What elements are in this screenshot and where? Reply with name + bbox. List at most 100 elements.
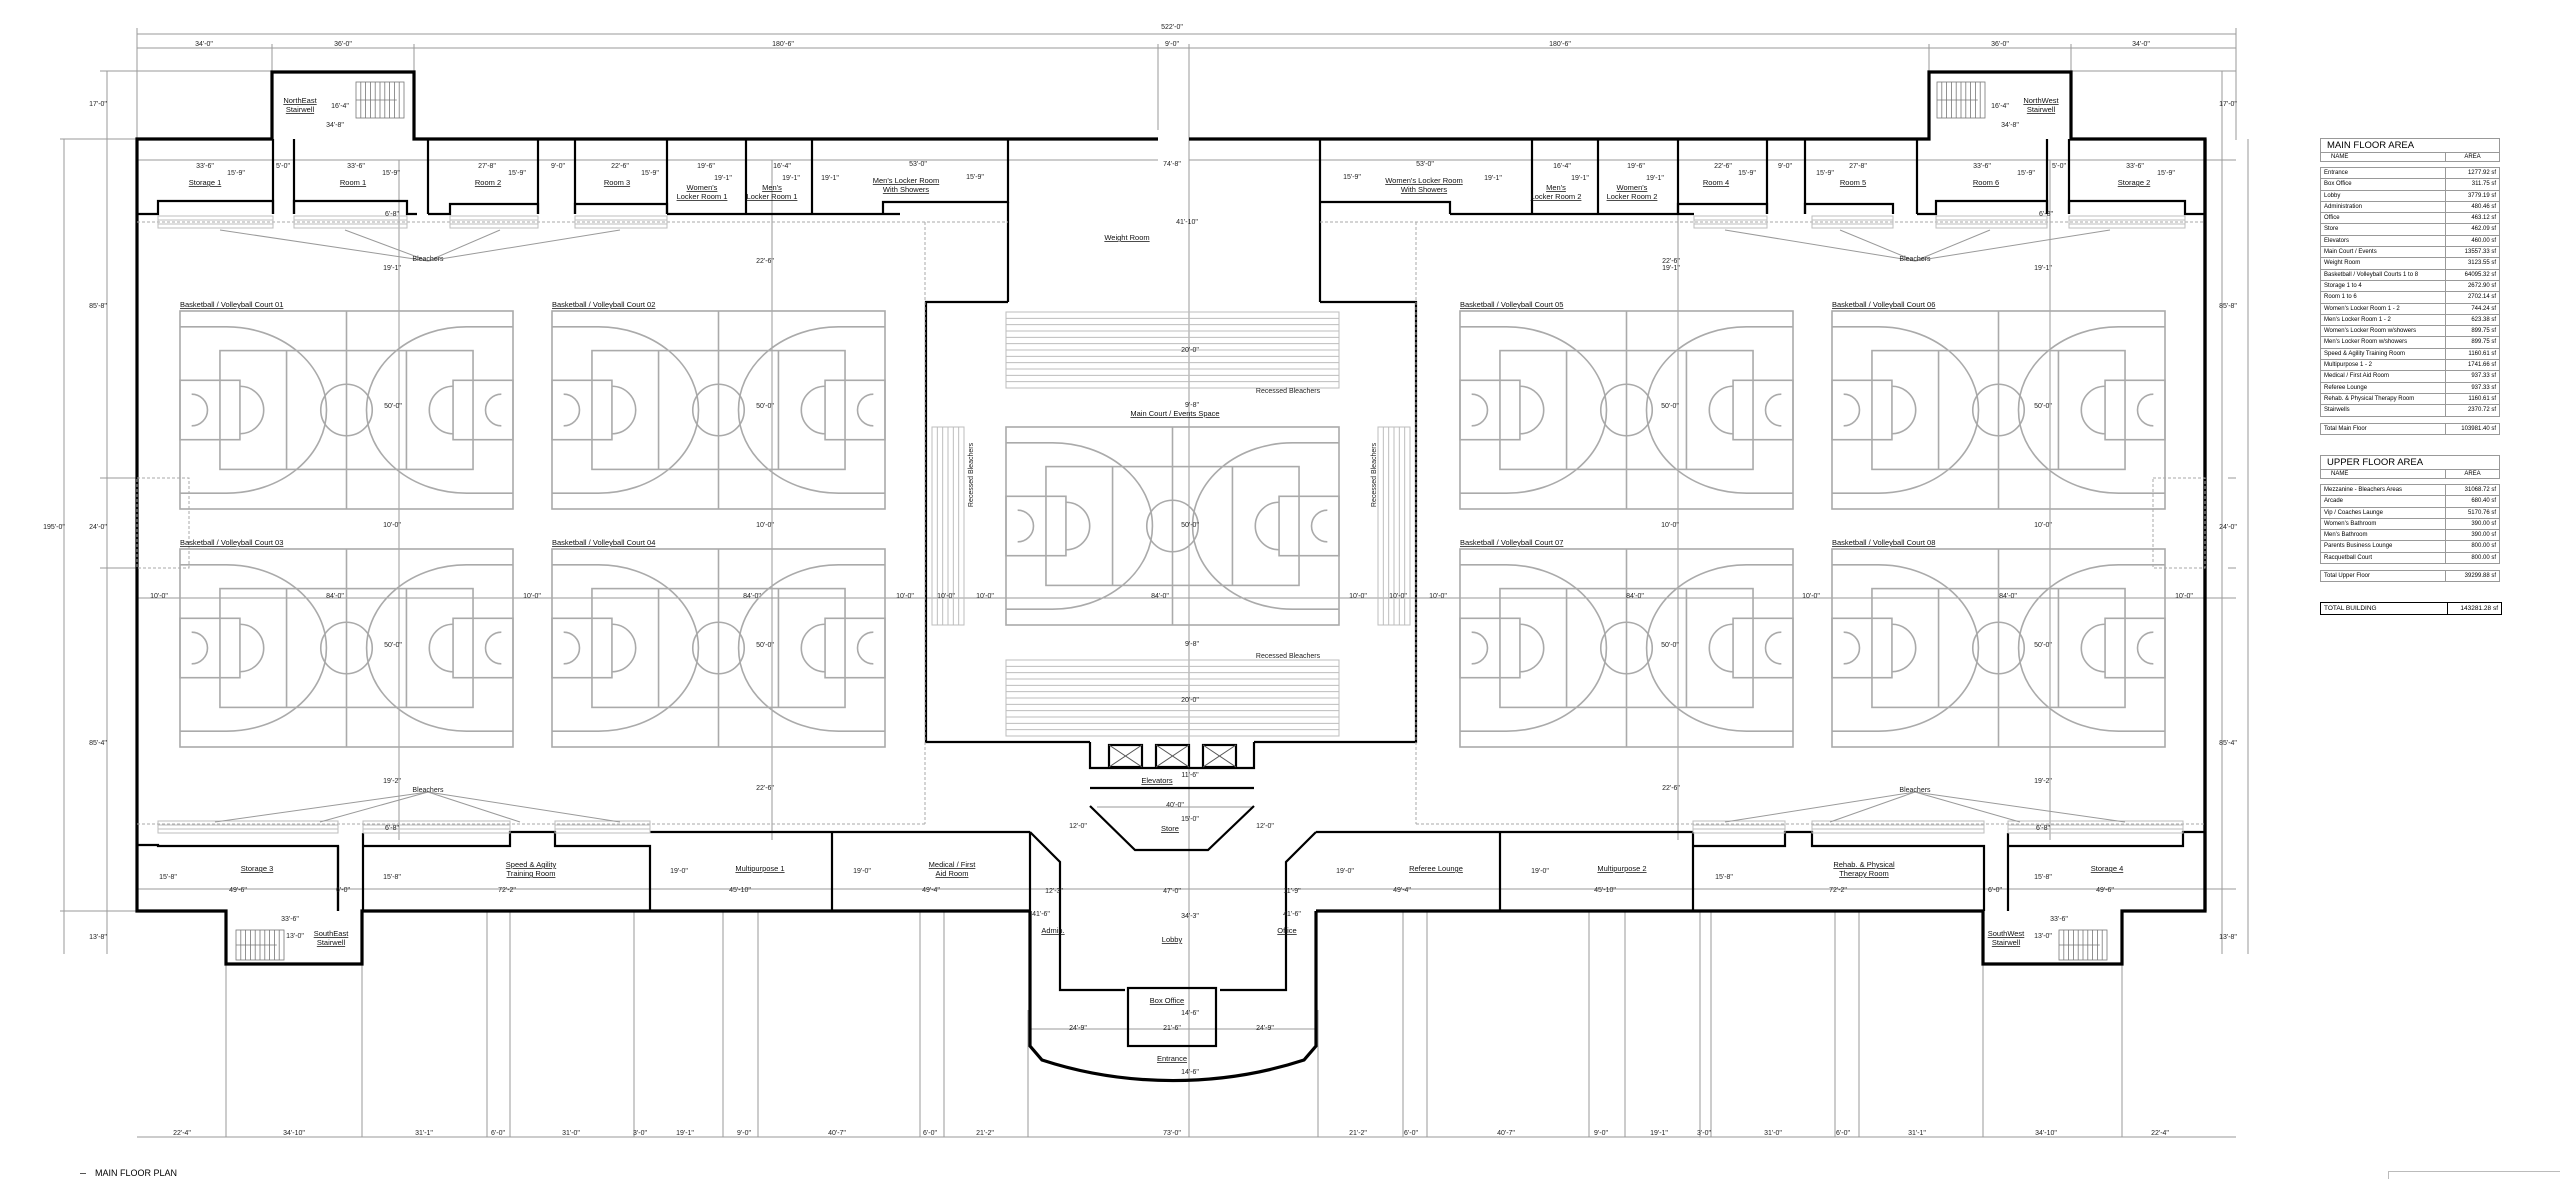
- dimension-label: 6'-0": [336, 887, 350, 894]
- dimension-label: 15'-9": [966, 174, 984, 181]
- dimension-label: 15'-8": [159, 874, 177, 881]
- dimension-label: 19'-1": [782, 175, 800, 182]
- room-name-cell: Basketball / Volleyball Courts 1 to 8: [2321, 269, 2446, 280]
- upper-floor-area-schedule: UPPER FLOOR AREA NAME AREA Mezzanine - B…: [2320, 455, 2500, 583]
- drawing-title: MAIN FLOOR PLAN: [95, 1168, 178, 1178]
- dimension-label: 15'-9": [508, 170, 526, 177]
- dimension-label: 16'-4": [331, 103, 349, 110]
- room-area-cell: 899.75 sf: [2471, 339, 2496, 346]
- dimension-label: 33'-6": [1973, 163, 1991, 170]
- dimension-label: 20'-0": [1181, 347, 1199, 354]
- room-label-line: Men's: [1546, 183, 1566, 192]
- dimension-label: 34'-3": [1181, 913, 1199, 920]
- dimension-label: 6'-0": [491, 1130, 505, 1137]
- dimension-label: 84'-0": [1999, 593, 2017, 600]
- court-label: Basketball / Volleyball Court 02: [552, 300, 655, 309]
- room-name-cell: Main Court / Events: [2321, 247, 2446, 258]
- dimension-label: 85'-8": [89, 303, 107, 310]
- dimension-label: 3'-0": [633, 1130, 647, 1137]
- court-label: Basketball / Volleyball Court 07: [1460, 538, 1563, 547]
- room-label-line: Referee Lounge: [1409, 864, 1463, 873]
- room-area-cell: 460.00 sf: [2471, 237, 2496, 244]
- room-area-cell: 1277.92 sf: [2467, 170, 2496, 176]
- dimension-label: 50'-0": [756, 403, 774, 410]
- room-area-cell: 800.00 sf: [2471, 543, 2496, 550]
- total-value: 39299.88 sf: [2464, 573, 2496, 580]
- room-label-line: NorthEast: [283, 96, 317, 105]
- dimension-label: 72'-2": [1829, 887, 1847, 894]
- dimension-label: 10'-0": [2034, 522, 2052, 529]
- court-label: Basketball / Volleyball Court 06: [1832, 300, 1935, 309]
- room-name-cell: Box Office: [2321, 179, 2446, 190]
- dimension-label: 33'-6": [2126, 163, 2144, 170]
- room-label-line: Therapy Room: [1839, 869, 1889, 878]
- annotation: Recessed Bleachers: [1256, 653, 1321, 660]
- room-label-line: Room 5: [1840, 178, 1866, 187]
- room-name-cell: Women's Locker Room 1 - 2: [2321, 303, 2446, 314]
- basketball-court: Basketball / Volleyball Court 04: [551, 538, 886, 748]
- dimension-label: 19'-1": [1662, 265, 1680, 272]
- room-label-line: SouthWest: [1988, 929, 2025, 938]
- room-label-lobby: Lobby: [1162, 935, 1183, 944]
- dimension-label: 13'-0": [286, 933, 304, 940]
- dimension-label: 45'-10": [729, 887, 751, 894]
- dimension-label: 22'-4": [2151, 1130, 2169, 1137]
- dimension-label: 21'-6": [1163, 1025, 1181, 1032]
- dimension-label: 14'-6": [1181, 1069, 1199, 1076]
- dimension-label: 6'-8": [385, 825, 399, 832]
- dimension-label: 45'-10": [1594, 887, 1616, 894]
- room-label-multipurpose-2: Multipurpose 2: [1597, 864, 1646, 873]
- dimension-label: 6'-0": [1836, 1130, 1850, 1137]
- room-name-cell: Medical / First Aid Room: [2321, 371, 2446, 382]
- dimension-label: 19'-1": [714, 175, 732, 182]
- room-label-line: Locker Room 1: [677, 192, 728, 201]
- dimension-label: 10'-0": [523, 593, 541, 600]
- room-area-cell: 390.00 sf: [2471, 520, 2496, 527]
- room-label-office: Office: [1277, 926, 1296, 935]
- room-name-cell: Men's Locker Room 1 - 2: [2321, 314, 2446, 326]
- dimension-label: 15'-0": [1181, 816, 1199, 823]
- room-label-line: Men's: [762, 183, 782, 192]
- dimension-label: 41'-6": [1032, 911, 1050, 918]
- schedule-title: UPPER FLOOR AREA: [2320, 455, 2500, 469]
- room-label-storage-2: Storage 2: [2118, 178, 2151, 187]
- dimension-label: 34'-0": [195, 41, 213, 48]
- dimension-label: 27'-8": [1849, 163, 1867, 170]
- dimension-label: 13'-8": [2219, 934, 2237, 941]
- dimension-label: 180'-6": [1549, 41, 1571, 48]
- schedule-title: MAIN FLOOR AREA: [2320, 138, 2500, 152]
- total-label: Total Main Floor: [2321, 423, 2446, 434]
- room-label-line: Aid Room: [936, 869, 969, 878]
- room-label-line: Admin.: [1041, 926, 1064, 935]
- dimension-label: 31'-1": [415, 1130, 433, 1137]
- dimension-label: 24'-0": [89, 524, 107, 531]
- room-label-line: Storage 2: [2118, 178, 2151, 187]
- room-name-cell: Rehab. & Physical Therapy Room: [2321, 393, 2446, 405]
- room-label-line: Multipurpose 2: [1597, 864, 1646, 873]
- room-label-weight-room: Weight Room: [1104, 233, 1149, 242]
- dimension-label: 15'-9": [641, 170, 659, 177]
- room-area-cell: 744.24 sf: [2471, 305, 2496, 312]
- dimension-label: 19'-1": [1646, 175, 1664, 182]
- room-label-line: Storage 4: [2091, 864, 2124, 873]
- room-area-cell: 2370.72 sf: [2467, 407, 2496, 414]
- basketball-court: Basketball / Volleyball Court 05: [1459, 300, 1794, 510]
- dimension-label: 40'-7": [828, 1130, 846, 1137]
- dimension-label: 10'-0": [1661, 522, 1679, 529]
- room-name-cell: Room 1 to 6: [2321, 292, 2446, 303]
- room-name-cell: Speed & Agility Training Room: [2321, 348, 2446, 360]
- dimension-label: 85'-8": [2219, 303, 2237, 310]
- room-label-storage-1: Storage 1: [189, 178, 222, 187]
- total-label: Total Upper Floor: [2321, 571, 2446, 582]
